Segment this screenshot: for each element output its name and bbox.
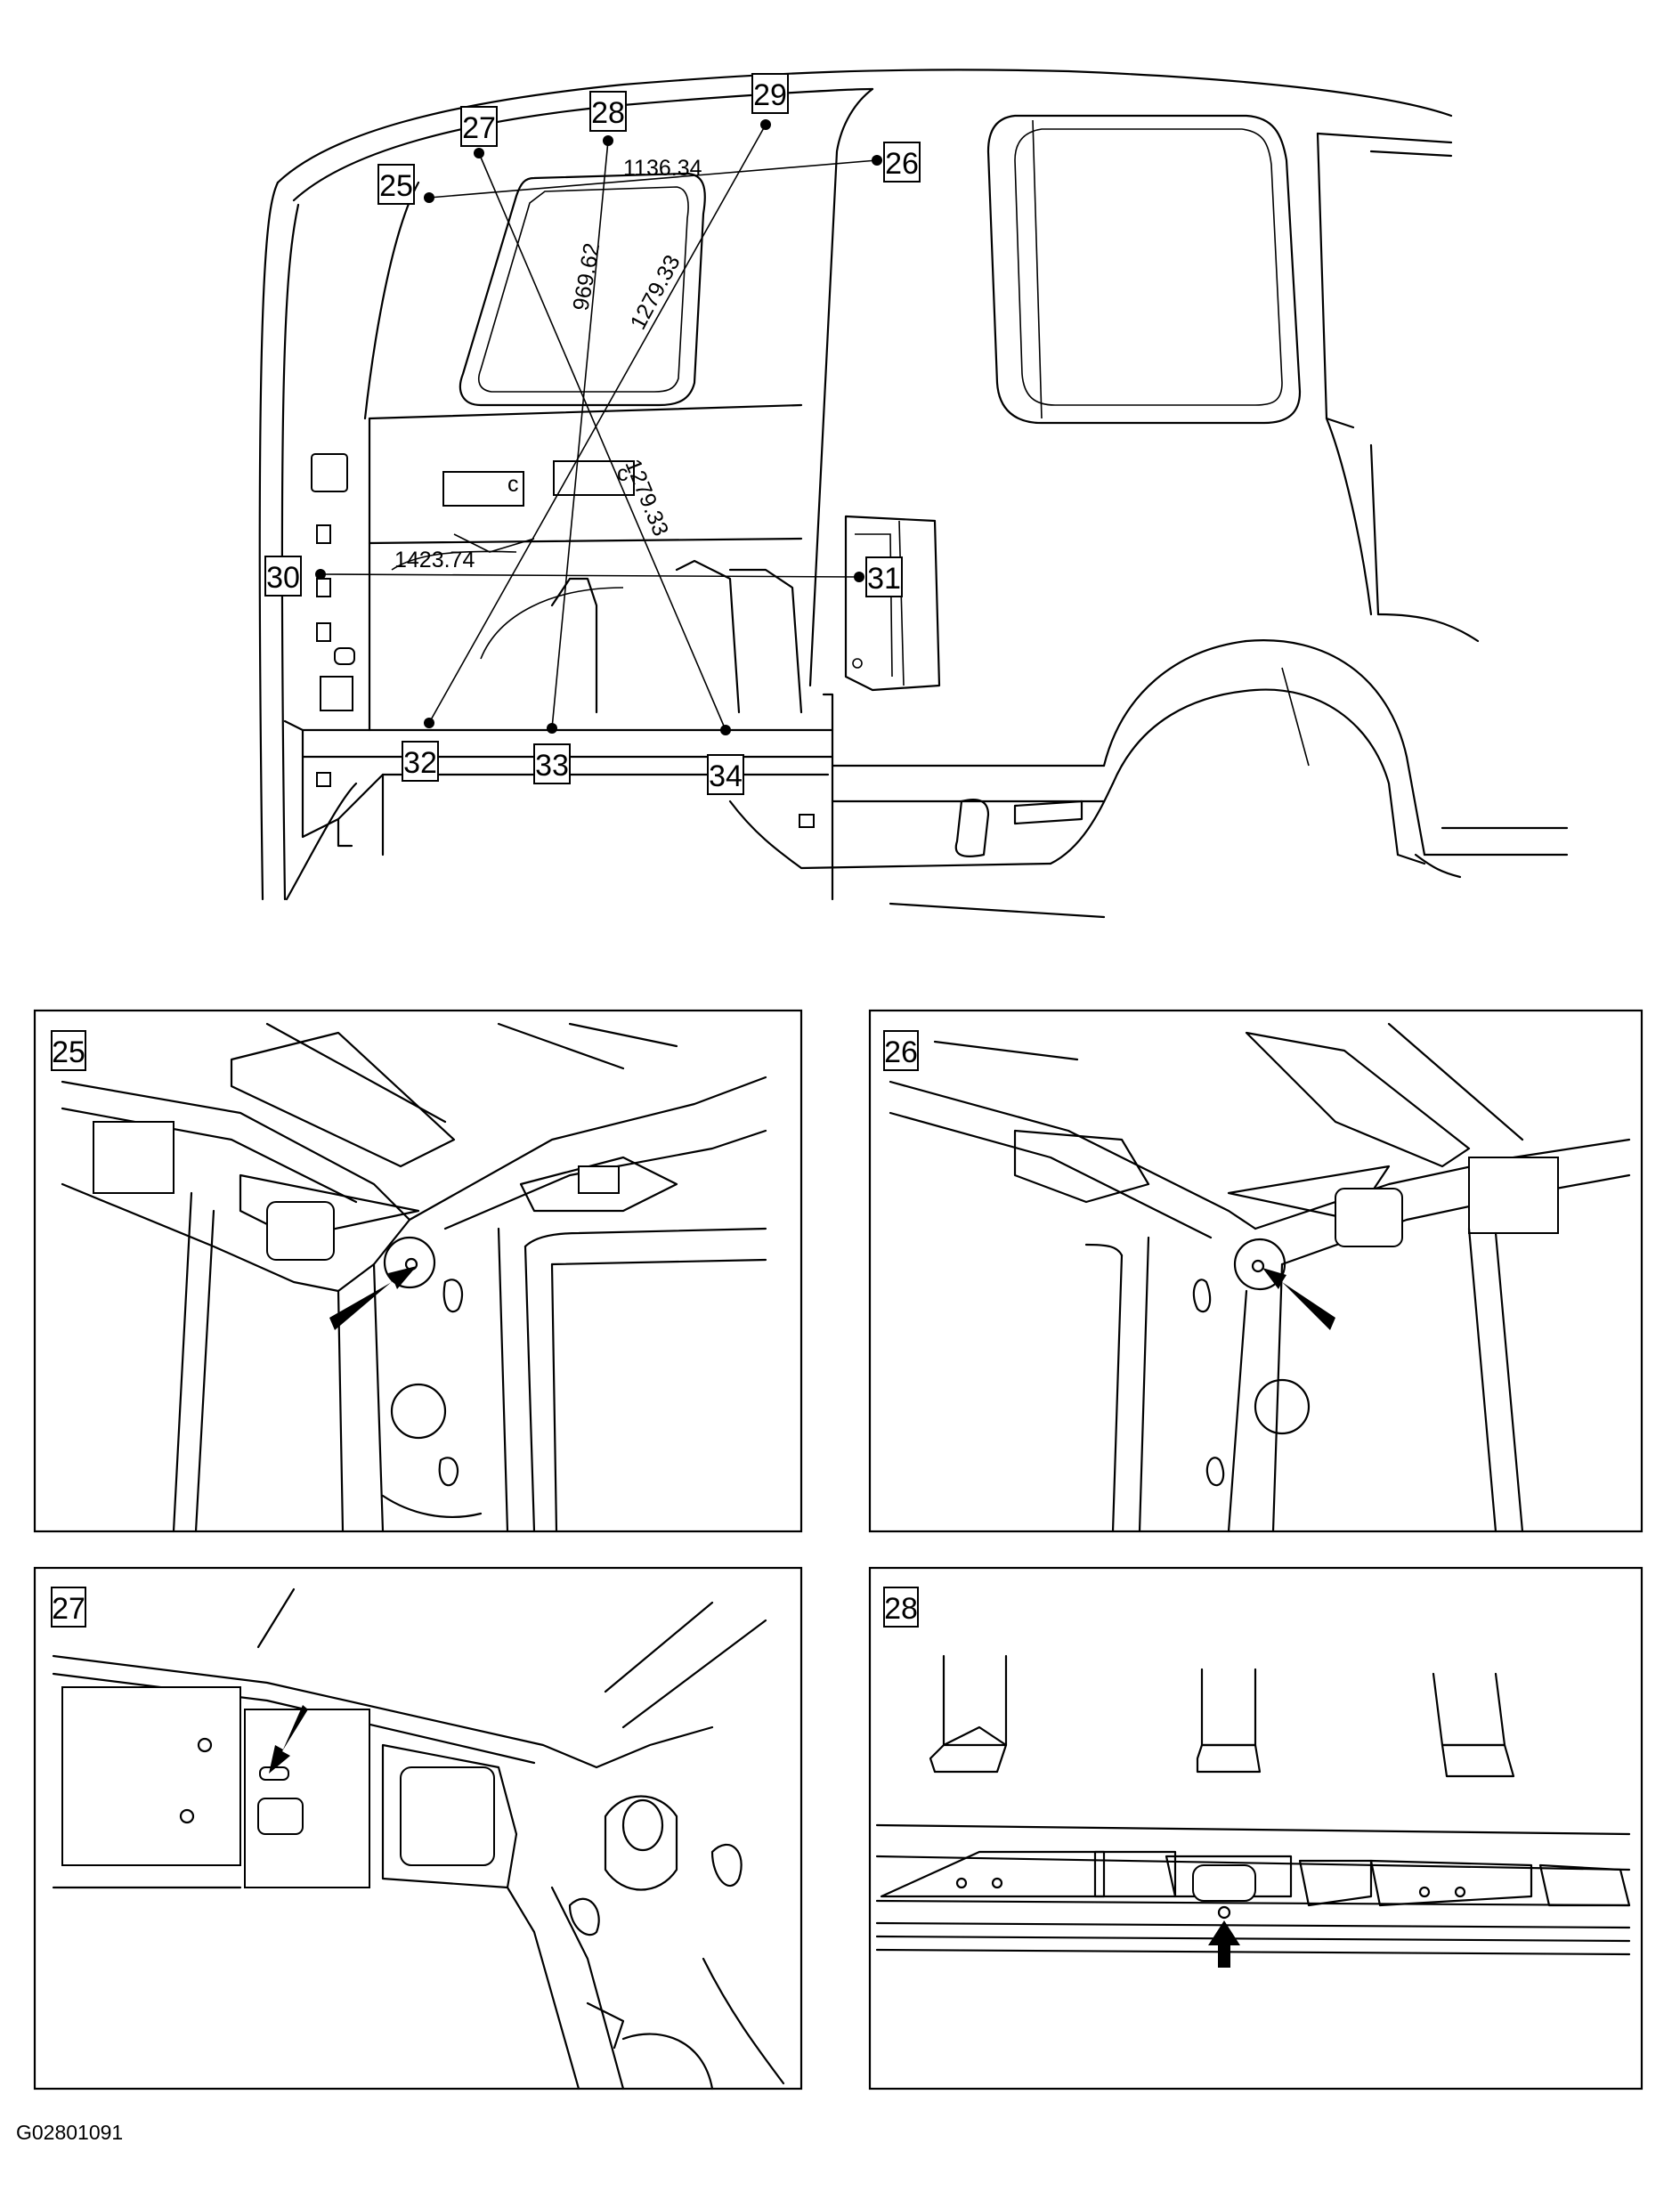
measurement-points xyxy=(315,119,882,735)
svg-text:30: 30 xyxy=(266,561,300,595)
dimension-28-33: 969.62 xyxy=(568,241,605,313)
svg-text:26: 26 xyxy=(885,147,919,181)
point-30 xyxy=(315,569,326,580)
line-29-32 xyxy=(428,124,767,724)
line-28-33 xyxy=(551,140,609,729)
callout-33: 33 xyxy=(533,743,571,784)
callout-29: 29 xyxy=(751,73,789,114)
measurement-lines xyxy=(320,124,878,731)
point-25 xyxy=(424,192,434,203)
arrow-indicator xyxy=(1208,1920,1240,1968)
svg-text:27: 27 xyxy=(52,1592,85,1626)
callout-32: 32 xyxy=(402,741,439,782)
detail-panel-26: 26 xyxy=(868,1009,1643,1533)
callout-28: 28 xyxy=(589,91,627,132)
line-30-31 xyxy=(320,573,860,578)
svg-text:28: 28 xyxy=(884,1592,918,1626)
svg-text:34: 34 xyxy=(709,759,743,793)
arrow-indicator xyxy=(1262,1268,1335,1330)
point-29 xyxy=(760,119,771,130)
svg-text:31: 31 xyxy=(867,562,901,596)
point-33 xyxy=(547,723,557,734)
svg-text:26: 26 xyxy=(884,1035,918,1069)
svg-text:33: 33 xyxy=(535,749,569,783)
point-26 xyxy=(872,155,882,166)
dimension-25-26: 1136.34 xyxy=(623,156,702,181)
svg-text:25: 25 xyxy=(379,169,413,203)
callout-30: 30 xyxy=(264,556,302,597)
svg-text:28: 28 xyxy=(591,96,625,130)
svg-text:25: 25 xyxy=(52,1035,85,1069)
line-25-26 xyxy=(428,159,878,199)
callout-25: 25 xyxy=(377,164,415,205)
arrow-indicator xyxy=(329,1266,417,1330)
point-31 xyxy=(854,572,864,582)
callout-31: 31 xyxy=(865,556,903,597)
svg-text:29: 29 xyxy=(753,78,787,112)
detail-panel-27: 27 xyxy=(33,1566,803,2091)
mark-c-right: c xyxy=(617,461,629,486)
arrow-indicator xyxy=(269,1705,308,1774)
mark-c-left: c xyxy=(507,472,519,497)
callout-34: 34 xyxy=(707,754,744,795)
figure-code: G02801091 xyxy=(16,2121,124,2144)
detail-panel-25: 25 xyxy=(33,1009,803,1533)
point-27 xyxy=(474,148,484,158)
detail-panel-28: 28 xyxy=(868,1566,1643,2091)
callout-27: 27 xyxy=(460,106,498,147)
point-28 xyxy=(603,135,613,146)
callout-26: 26 xyxy=(883,142,921,183)
callout-labels: 25 26 27 28 29 30 31 32 33 34 xyxy=(264,73,921,795)
point-34 xyxy=(720,725,731,735)
dimension-30-31: 1423.74 xyxy=(394,548,475,572)
line-27-34 xyxy=(478,152,726,731)
svg-text:27: 27 xyxy=(462,111,496,145)
point-32 xyxy=(424,718,434,728)
svg-text:32: 32 xyxy=(403,746,437,780)
vehicle-rear-side-view xyxy=(258,69,1569,919)
